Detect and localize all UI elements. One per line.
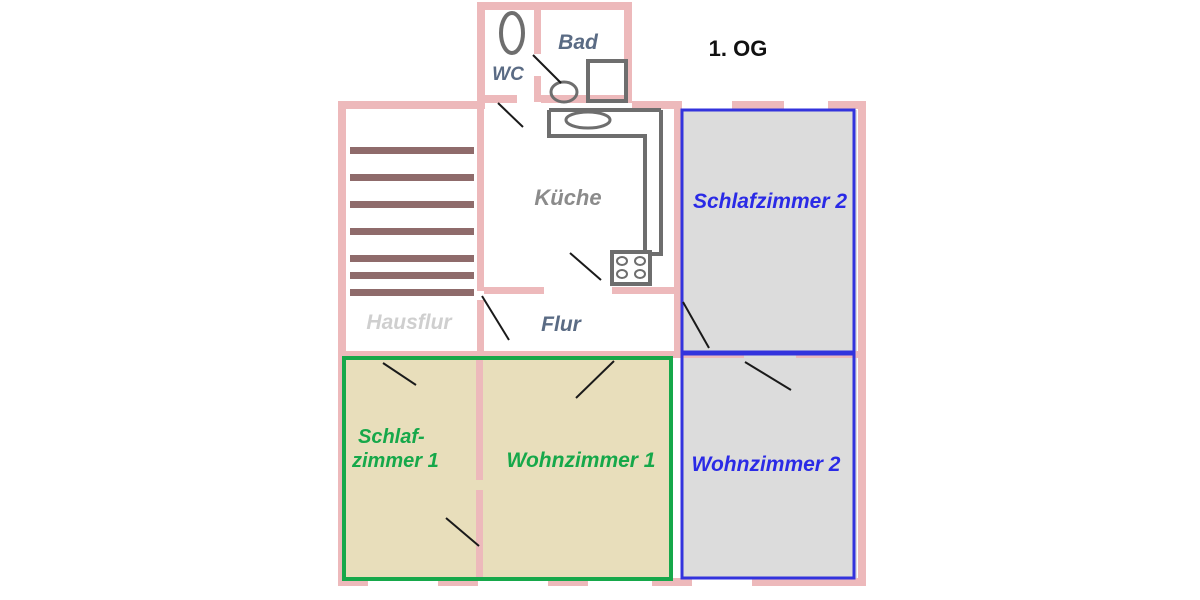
stair-step: [424, 147, 474, 154]
stair-step: [350, 272, 433, 279]
washbasin-icon: [549, 80, 579, 104]
stove-icon: [610, 250, 652, 286]
door-swing-wc: [497, 102, 524, 128]
label-hausflur: Hausflur: [366, 311, 453, 334]
stair-step: [350, 289, 433, 296]
label-schlafzimmer-1-line2: zimmer 1: [351, 450, 439, 472]
door-swing-kueche: [569, 252, 602, 281]
label-wc: WC: [492, 64, 524, 85]
wall-apartment1-divider-upper: [476, 358, 483, 480]
stove-burner: [634, 269, 646, 279]
wall-outer-top-right-b: [732, 101, 784, 109]
stair-step: [424, 289, 474, 296]
room-fill-wohnzimmer-2[interactable]: [681, 353, 857, 579]
room-fill-wohnzimmer-1[interactable]: [479, 358, 671, 580]
stair-step: [350, 174, 433, 181]
wall-outer-top-right-a: [632, 101, 682, 109]
wall-kueche-bottom-right: [612, 287, 674, 294]
fixtures: [499, 11, 663, 286]
wall-kueche-right: [674, 101, 681, 294]
label-wohnzimmer-2: Wohnzimmer 2: [692, 453, 841, 476]
wall-flur-right: [674, 294, 681, 358]
kitchen-sink-icon: [564, 110, 612, 130]
bathtub-icon: [586, 59, 628, 103]
stove-burner: [616, 256, 628, 266]
apartment-outlines: [342, 108, 856, 581]
wall-wc-bad-divider: [534, 2, 541, 54]
toilet-icon: [499, 11, 525, 55]
stair-step: [424, 201, 474, 208]
wall-wc-bad-top: [477, 2, 632, 10]
wall-wc-left: [477, 2, 485, 102]
wall-wc-bottom: [477, 95, 517, 103]
room-fill-schlafzimmer-2[interactable]: [681, 110, 857, 353]
door-swing-wohnzimmer1: [575, 360, 615, 399]
stair-step: [424, 228, 474, 235]
door-swing-apartment1-inner: [445, 517, 480, 547]
wall-outer-left: [338, 101, 346, 586]
door-swings: [382, 54, 792, 547]
stair-step: [424, 272, 474, 279]
wall-hausflur-right-lower: [477, 300, 484, 358]
wall-bad-right: [624, 2, 632, 102]
wall-wc-bad-divider-lower: [534, 76, 541, 102]
wall-outer-bottom-d: [652, 578, 692, 586]
label-bad: Bad: [558, 31, 599, 54]
label-kueche: Küche: [534, 185, 601, 210]
wall-middle-horizontal-left: [338, 351, 674, 358]
stairs[interactable]: [350, 147, 474, 296]
wall-outer-bottom-c: [548, 578, 588, 586]
door-swing-bad: [532, 54, 562, 84]
wall-outer-bottom-b: [438, 578, 478, 586]
outline-apartment-1[interactable]: [342, 356, 673, 581]
door-swing-schlafzimmer2: [682, 301, 710, 349]
door-swing-wohnzimmer2: [744, 361, 792, 391]
wall-stub-hausflur: [477, 340, 484, 352]
room-labels: WC Bad Küche Hausflur Flur Schlafzimmer …: [351, 31, 847, 476]
stove-burner: [616, 269, 628, 279]
wall-outer-bottom-e: [752, 578, 866, 586]
label-flur: Flur: [541, 313, 582, 336]
kitchen-counter: [547, 110, 663, 256]
stair-step: [350, 201, 433, 208]
room-fill-schlafzimmer-1[interactable]: [344, 358, 479, 580]
label-schlafzimmer-1-line1: Schlaf-: [358, 426, 425, 448]
label-wohnzimmer-1: Wohnzimmer 1: [507, 449, 656, 472]
stair-step: [424, 174, 474, 181]
wall-outer-bottom-a: [338, 578, 368, 586]
stair-step: [350, 228, 433, 235]
stove-burner: [634, 256, 646, 266]
wall-outer-right: [858, 101, 866, 586]
wall-kueche-bottom-left: [484, 287, 544, 294]
wall-apartment1-divider-lower: [476, 490, 483, 580]
door-swing-schlafzimmer1: [382, 362, 417, 386]
label-schlafzimmer-2: Schlafzimmer 2: [693, 190, 847, 213]
door-swing-hausflur: [481, 295, 510, 341]
wall-outer-top-right-c: [828, 101, 866, 109]
wall-outer-top-left: [338, 101, 485, 109]
stair-step: [350, 255, 433, 262]
room-fills: [344, 110, 857, 580]
page-title: 1. OG: [709, 36, 768, 61]
wall-hausflur-right-upper: [477, 101, 484, 291]
stair-step: [350, 147, 433, 154]
outline-wohnzimmer-2[interactable]: [680, 352, 856, 580]
outline-schlafzimmer-2[interactable]: [680, 108, 856, 354]
stair-step: [424, 255, 474, 262]
